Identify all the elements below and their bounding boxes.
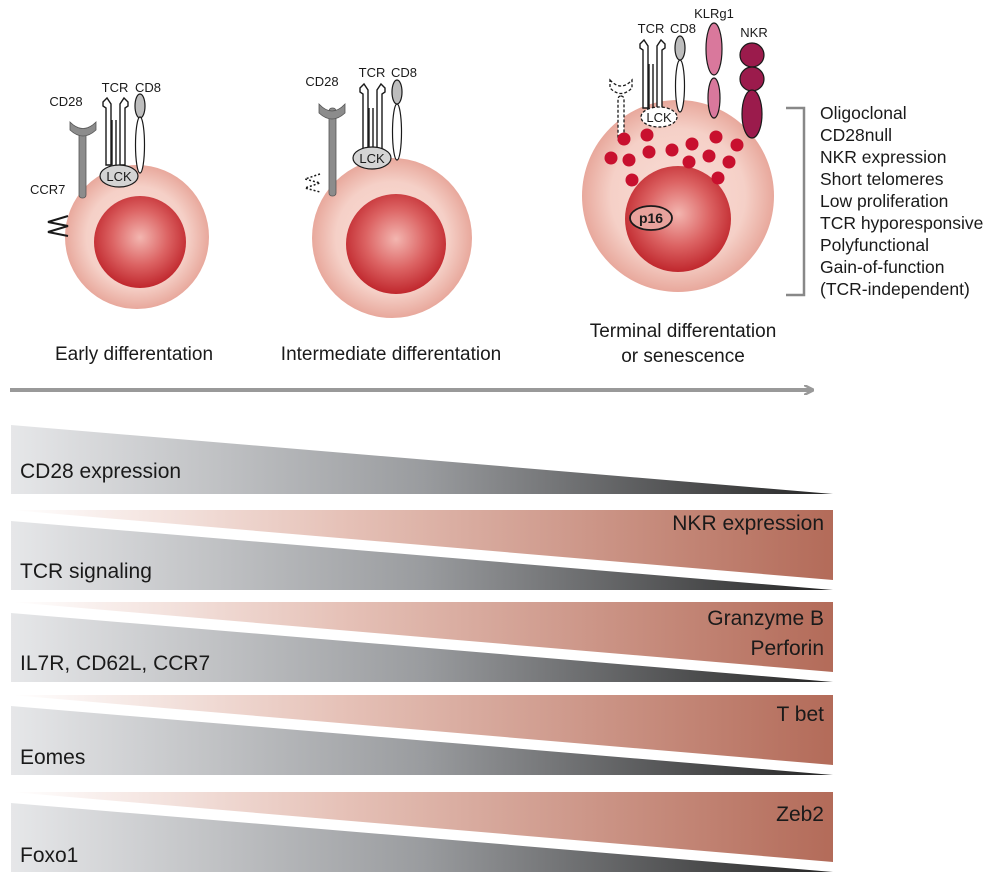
properties-bracket — [786, 106, 806, 297]
tcr-label: TCR — [638, 21, 665, 36]
increasing-label: Zeb2 — [776, 803, 824, 826]
decreasing-wedge — [11, 803, 833, 872]
property-item: Gain-of-function — [820, 257, 945, 277]
property-item: (TCR-independent) — [820, 279, 970, 299]
cd28-lost — [609, 78, 633, 143]
decreasing-wedge — [11, 425, 833, 494]
nkr-receptor — [739, 42, 765, 139]
increasing-label: Perforin — [750, 637, 824, 660]
ccr7-faded — [302, 173, 323, 193]
cd8-label: CD8 — [391, 65, 417, 80]
ccr7-label: CCR7 — [30, 182, 65, 197]
cell-terminal: p16 LCK TCR CD8 KLRg1 NKR Terminal diffe… — [582, 6, 776, 367]
increasing-wedge — [11, 792, 833, 862]
stage-label-terminal-2: or senescence — [621, 346, 745, 367]
stage-label-terminal-1: Terminal differentation — [590, 321, 777, 342]
increasing-label: Granzyme B — [707, 607, 824, 630]
lck-kinase-lost — [640, 106, 678, 128]
nucleus — [94, 196, 186, 288]
decreasing-label: Foxo1 — [20, 844, 78, 867]
property-item: Short telomeres — [820, 169, 944, 189]
property-item: Polyfunctional — [820, 235, 929, 255]
cd8-receptor — [674, 35, 686, 113]
property-item: NKR expression — [820, 147, 946, 167]
increasing-wedge — [11, 695, 833, 765]
decreasing-label: CD28 expression — [20, 460, 181, 483]
property-item: CD28null — [820, 125, 892, 145]
property-item: Oligoclonal — [820, 103, 907, 123]
lck-label: LCK — [646, 110, 672, 125]
klrg1-label: KLRg1 — [694, 6, 734, 21]
cd28-receptor — [318, 102, 346, 197]
cd8-label: CD8 — [670, 21, 696, 36]
decreasing-label: TCR signaling — [20, 560, 152, 583]
tcr-receptor — [102, 96, 129, 166]
increasing-wedge — [11, 602, 833, 672]
increasing-label: T bet — [777, 703, 825, 726]
gradient-bars: CD28 expression NKR expression TCR signa… — [11, 425, 833, 872]
decreasing-wedge — [11, 613, 833, 682]
decreasing-label: IL7R, CD62L, CCR7 — [20, 652, 210, 675]
nkr-label: NKR — [740, 25, 767, 40]
increasing-label: NKR expression — [672, 512, 824, 535]
p16-label: p16 — [639, 210, 663, 226]
lck-label: LCK — [359, 151, 385, 166]
properties-list: Oligoclonal CD28null NKR expression Shor… — [820, 103, 983, 299]
cell-intermediate: LCK CD28 TCR CD8 Intermediate differenta… — [281, 65, 501, 365]
cd8-receptor — [391, 79, 403, 161]
cd28-label: CD28 — [305, 74, 338, 89]
tcr-receptor — [359, 82, 386, 153]
cd8-label: CD8 — [135, 80, 161, 95]
cd28-receptor — [69, 121, 97, 199]
property-item: TCR hyporesponsive — [820, 213, 983, 233]
klrg1-receptor — [705, 22, 723, 119]
nucleus — [625, 166, 731, 272]
stage-label-intermediate: Intermediate differentation — [281, 344, 501, 365]
granules — [604, 128, 744, 187]
lck-kinase — [352, 146, 392, 170]
decreasing-label: Eomes — [20, 746, 85, 769]
ccr7-receptor — [47, 215, 69, 237]
cell-early: LCK CD28 TCR CD8 CCR7 Early differentati… — [30, 80, 213, 365]
cd8-receptor — [134, 93, 146, 174]
property-item: Low proliferation — [820, 191, 948, 211]
increasing-wedge — [11, 510, 833, 580]
nucleus — [346, 194, 446, 294]
stage-label-early: Early differentation — [55, 344, 213, 365]
tcr-receptor — [639, 38, 666, 109]
p16-marker — [629, 205, 673, 231]
lck-kinase — [99, 164, 139, 188]
tcr-label: TCR — [359, 65, 386, 80]
decreasing-wedge — [11, 706, 833, 775]
lck-label: LCK — [106, 169, 132, 184]
decreasing-wedge — [11, 521, 833, 590]
cd28-label: CD28 — [49, 94, 82, 109]
tcr-label: TCR — [102, 80, 129, 95]
